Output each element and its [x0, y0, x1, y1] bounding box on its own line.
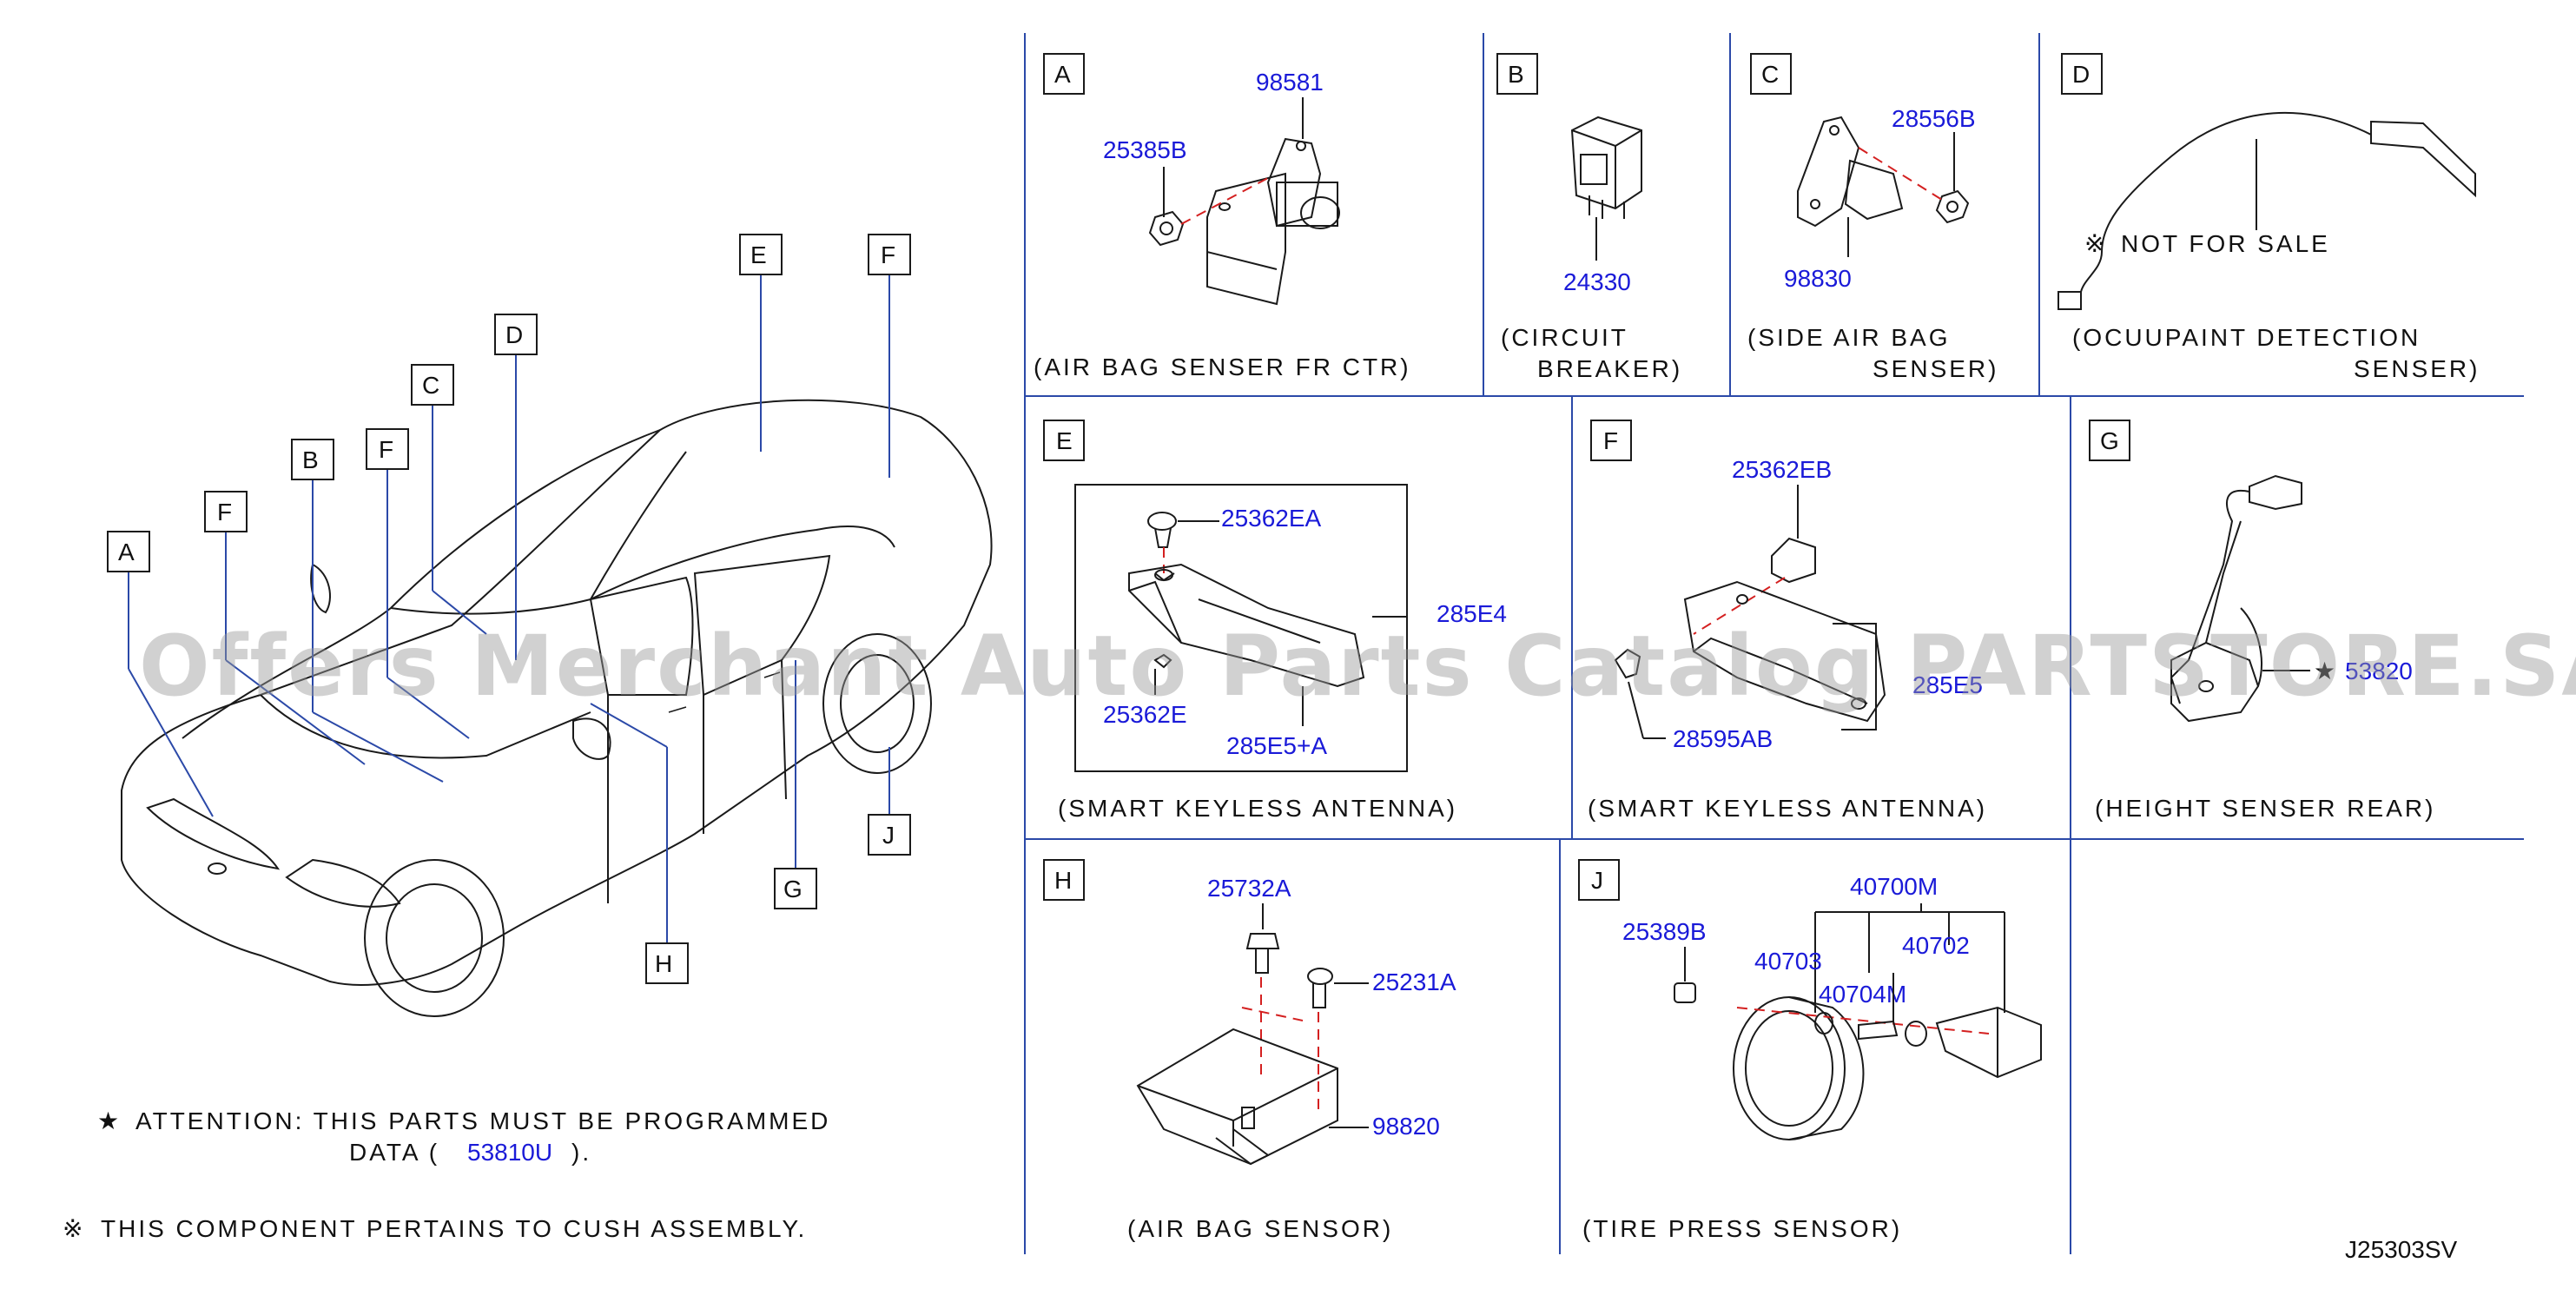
part-285e5: 285E5: [1912, 671, 1983, 698]
panel-f-letter: F: [1603, 427, 1618, 454]
part-28595ab: 28595AB: [1673, 725, 1773, 752]
panel-c: C 28556B 98830 (SIDE AIR BAG SENSER): [1747, 53, 1998, 382]
callout-f-1: F: [217, 499, 232, 526]
attention-note-end: ).: [571, 1139, 591, 1166]
callout-j: J: [882, 822, 895, 849]
panel-a: A 98581 25385B (AIR BAG SENSER FR CTR): [1034, 53, 1411, 380]
callout-g: G: [783, 876, 803, 902]
panel-d-caption-line1: (OCUUPAINT DETECTION: [2072, 324, 2421, 351]
panel-c-caption-line1: (SIDE AIR BAG: [1747, 324, 1951, 351]
part-98820: 98820: [1372, 1113, 1440, 1140]
part-40704m: 40704M: [1819, 981, 1906, 1008]
panel-j-caption: (TIRE PRESS SENSOR): [1582, 1215, 1902, 1242]
callout-box-c: [411, 364, 454, 406]
panel-e: E 25362EA 285E4 25362E 285E5+A (SMART KE…: [1043, 420, 1507, 822]
part-25362ea: 25362EA: [1221, 505, 1322, 532]
part-98830: 98830: [1784, 265, 1852, 292]
part-40703: 40703: [1754, 948, 1822, 975]
part-25385b: 25385B: [1103, 136, 1187, 163]
car-overview: [121, 399, 993, 1017]
callout-d: D: [505, 321, 523, 348]
panel-g-letter: G: [2100, 427, 2119, 454]
panel-f: F 25362EB 285E5 28595AB (SMART KEYLESS A…: [1588, 420, 1987, 822]
callout-b: B: [302, 446, 319, 473]
panel-a-caption: (AIR BAG SENSER FR CTR): [1034, 354, 1411, 380]
panel-g: G ★ 53820 (HEIGHT SENSER REAR): [2089, 420, 2435, 822]
callout-box-f1: [204, 491, 248, 532]
part-53820: 53820: [2345, 658, 2413, 684]
part-25732a: 25732A: [1207, 875, 1291, 902]
panel-d-caption-line2: SENSER): [2354, 355, 2480, 382]
callout-box-f2: [366, 428, 409, 470]
attention-note-line1: ATTENTION: THIS PARTS MUST BE PROGRAMMED: [135, 1107, 830, 1134]
panel-f-caption: (SMART KEYLESS ANTENNA): [1588, 795, 1987, 822]
panel-d-letter: D: [2072, 61, 2090, 88]
callout-box-j: [868, 814, 911, 856]
car-callouts: A F B F C D E F G H J: [107, 234, 911, 984]
panel-g-caption: (HEIGHT SENSER REAR): [2095, 795, 2435, 822]
attention-note-line2: DATA (: [349, 1139, 439, 1166]
panel-b-letter: B: [1508, 61, 1524, 88]
panel-e-letter: E: [1056, 427, 1073, 454]
part-98581: 98581: [1256, 69, 1324, 96]
callout-box-g: [774, 868, 817, 909]
panel-g-star: ★: [2314, 658, 2338, 684]
callout-box-b: [291, 439, 334, 480]
callout-box-f3: [868, 234, 911, 275]
panel-b-caption-line1: (CIRCUIT: [1501, 324, 1628, 351]
cush-note-symbol-d: ※: [2084, 230, 2107, 257]
callout-f-2: F: [379, 436, 393, 463]
cush-symbol: ※: [63, 1215, 85, 1242]
part-40702: 40702: [1902, 932, 1970, 959]
callout-e: E: [750, 241, 767, 268]
callout-box-e: [739, 234, 783, 275]
callout-h: H: [655, 950, 672, 977]
part-40700m: 40700M: [1850, 873, 1938, 900]
part-24330: 24330: [1563, 268, 1631, 295]
panel-j: J 40700M 25389B 40703 40702 40704M (TIRE…: [1578, 859, 2042, 1242]
panel-h-caption: (AIR BAG SENSOR): [1127, 1215, 1393, 1242]
part-25362e: 25362E: [1103, 701, 1187, 728]
panel-e-group-frame: [1074, 484, 1408, 772]
panel-j-letter: J: [1591, 867, 1603, 894]
panel-d: D ※ NOT FOR SALE (OCUUPAINT DETECTION SE…: [2057, 53, 2480, 382]
panel-a-letter: A: [1054, 61, 1071, 88]
panel-h: H 25732A 25231A 98820 (AIR BAG SENSOR): [1043, 859, 1456, 1242]
panel-c-caption-line2: SENSER): [1873, 355, 1998, 382]
callout-c: C: [422, 372, 439, 399]
callout-f-3: F: [881, 241, 895, 268]
callout-a: A: [118, 539, 135, 565]
watermark: Offers Merchant Auto Parts Catalog PARTS…: [139, 618, 2576, 715]
attention-part-number: 53810U: [467, 1139, 552, 1166]
panel-b: B 24330 (CIRCUIT BREAKER): [1496, 53, 1682, 382]
part-285e5a: 285E5+A: [1226, 732, 1327, 759]
callout-box-d: [494, 314, 538, 355]
cush-note: THIS COMPONENT PERTAINS TO CUSH ASSEMBLY…: [101, 1215, 807, 1242]
part-28556b: 28556B: [1892, 105, 1976, 132]
panel-b-caption-line2: BREAKER): [1537, 355, 1682, 382]
panel-e-caption: (SMART KEYLESS ANTENNA): [1058, 795, 1457, 822]
panel-grid: [1024, 33, 2524, 1254]
panel-h-letter: H: [1054, 867, 1072, 894]
callout-box-h: [645, 942, 689, 984]
panel-d-note: NOT FOR SALE: [2121, 230, 2330, 257]
notes: ★ ATTENTION: THIS PARTS MUST BE PROGRAMM…: [63, 1107, 830, 1242]
panel-c-letter: C: [1761, 61, 1779, 88]
part-25362eb: 25362EB: [1732, 456, 1832, 483]
callout-box-a: [107, 531, 150, 572]
part-25389b: 25389B: [1622, 918, 1707, 945]
diagram-code: J25303SV: [2345, 1236, 2458, 1263]
part-25231a: 25231A: [1372, 968, 1456, 995]
attention-star: ★: [97, 1107, 122, 1134]
part-285e4: 285E4: [1437, 600, 1507, 627]
